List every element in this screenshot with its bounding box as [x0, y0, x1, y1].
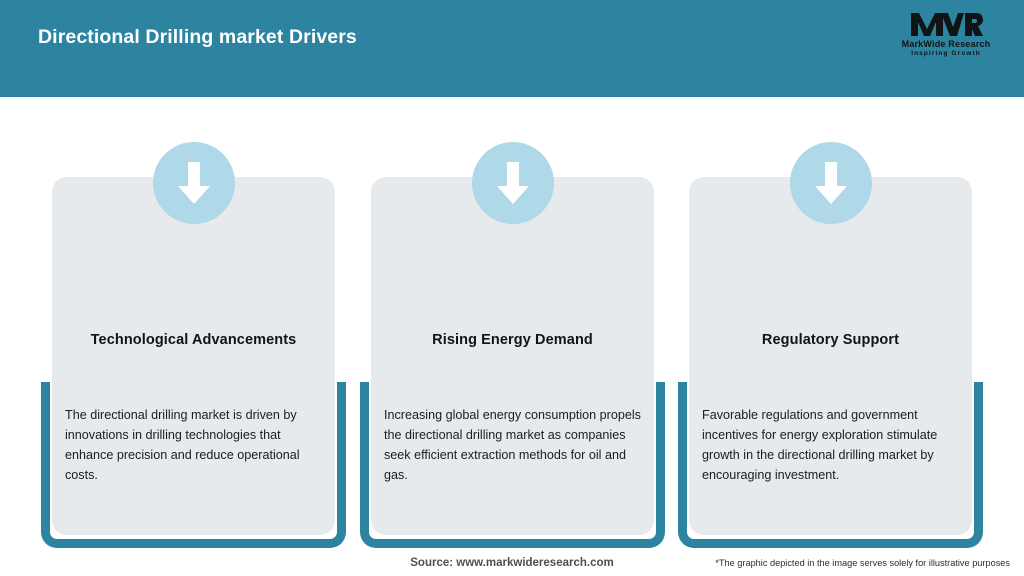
card-panel: Rising Energy Demand Increasing global e…	[371, 177, 654, 535]
down-arrow-icon	[152, 142, 235, 224]
driver-card-3: Regulatory Support Favorable regulations…	[678, 97, 983, 552]
page-title: Directional Drilling market Drivers	[38, 26, 357, 48]
card-body-text: Favorable regulations and government inc…	[702, 408, 938, 482]
card-panel: Regulatory Support Favorable regulations…	[689, 177, 972, 535]
down-arrow-icon	[471, 142, 554, 224]
brand-logo: MarkWide Research Inspiring Growth	[890, 10, 1002, 66]
mwr-monogram-icon	[890, 10, 1002, 38]
card-body-text: The directional drilling market is drive…	[65, 408, 300, 482]
driver-card-2: Rising Energy Demand Increasing global e…	[360, 97, 665, 552]
card-bracket-frame	[41, 382, 346, 548]
page-header: Directional Drilling market Drivers Mark…	[0, 0, 1024, 97]
card-title: Rising Energy Demand	[432, 332, 593, 348]
source-label: Source: www.markwideresearch.com	[410, 557, 614, 569]
down-arrow-icon	[789, 142, 872, 224]
card-title: Technological Advancements	[90, 332, 297, 348]
disclaimer-note: *The graphic depicted in the image serve…	[715, 558, 1010, 568]
drivers-card-row: Technological Advancements The direction…	[0, 97, 1024, 552]
card-title: Regulatory Support	[761, 332, 900, 348]
card-panel: Technological Advancements The direction…	[52, 177, 335, 535]
logo-company-name: MarkWide Research	[901, 39, 991, 49]
driver-card-1: Technological Advancements The direction…	[41, 97, 346, 552]
card-bracket-frame	[360, 382, 665, 548]
card-bracket-frame	[678, 382, 983, 548]
card-body-text: Increasing global energy consumption pro…	[384, 408, 641, 482]
logo-tagline: Inspiring Growth	[911, 50, 981, 57]
